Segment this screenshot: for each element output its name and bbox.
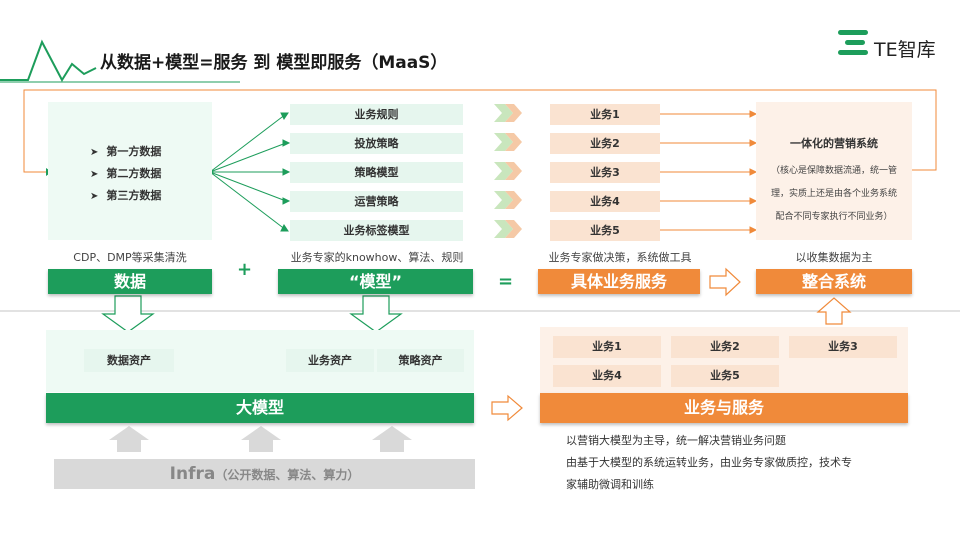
strategy-item: 运营策略: [290, 191, 463, 212]
hollow-arrow-icon: [709, 267, 741, 297]
service-bar: 业务与服务: [540, 393, 908, 423]
pulse-line-logo: [0, 39, 97, 83]
down-arrow-model: [349, 295, 403, 333]
strategy-item: 投放策略: [290, 133, 463, 154]
fan-arrows: [209, 112, 291, 232]
asset-item: 业务资产: [286, 349, 374, 372]
chevron-arrow-icon: [494, 104, 522, 238]
plus-operator: +: [237, 259, 253, 280]
up-arrow-infra-2: [241, 426, 281, 452]
data-source-item: ➤第一方数据: [90, 145, 162, 158]
strategy-item: 业务标签模型: [290, 220, 463, 241]
logo-text: TE智库: [874, 39, 936, 61]
triangle-bullet-icon: ➤: [90, 169, 99, 180]
equals-operator: =: [498, 271, 514, 292]
business-arrows: [660, 110, 758, 234]
up-arrow-service: [816, 297, 852, 325]
caption-model: 业务专家的knowhow、算法、规则: [290, 251, 464, 264]
big-model-bar: 大模型: [46, 393, 474, 423]
right-arrow-model-service: [491, 394, 523, 422]
label-model: “模型”: [278, 269, 473, 294]
note-line: 家辅助微调和训练: [566, 478, 654, 491]
data-source-item: ➤第二方数据: [90, 167, 162, 180]
integration-title: 一体化的营销系统: [790, 137, 878, 150]
label-data: 数据: [48, 269, 212, 294]
page-title: 从数据+模型=服务 到 模型即服务（MaaS）: [100, 53, 448, 73]
business-item: 业务5: [550, 220, 660, 241]
caption-data: CDP、DMP等采集清洗: [73, 251, 187, 264]
service-grid-item: 业务2: [671, 336, 779, 358]
business-item: 业务2: [550, 133, 660, 154]
data-source-item: ➤第三方数据: [90, 189, 162, 202]
business-item: 业务4: [550, 191, 660, 212]
service-grid-item: 业务1: [553, 336, 661, 358]
data-sources-box: ➤第一方数据 ➤第二方数据 ➤第三方数据: [48, 102, 212, 240]
asset-item: 策略资产: [377, 349, 464, 372]
label-system: 整合系统: [756, 269, 912, 294]
business-item: 业务3: [550, 162, 660, 183]
te-logo-icon: [838, 30, 868, 55]
strategy-item: 业务规则: [290, 104, 463, 125]
loop-back-line: [23, 89, 937, 173]
asset-item: 数据资产: [84, 349, 174, 372]
up-arrow-infra-1: [109, 426, 149, 452]
integration-line: 配合不同专家执行不同业务）: [775, 212, 893, 222]
label-service: 具体业务服务: [538, 269, 700, 294]
integration-line: （核心是保障数据流通，统一管: [770, 166, 897, 176]
caption-system: 以收集数据为主: [795, 251, 873, 264]
note-line: 由基于大模型的系统运转业务，由业务专家做质控，技术专: [566, 456, 852, 469]
integration-box: 一体化的营销系统 （核心是保障数据流通，统一管 理，实质上还是由各个业务系统 配…: [756, 102, 912, 240]
down-arrow-data: [101, 295, 155, 333]
service-notes: 以营销大模型为主导，统一解决营销业务问题 由基于大模型的系统运转业务，由业务专家…: [566, 430, 906, 496]
infra-sub: （公开数据、算法、算力）: [215, 468, 360, 482]
service-grid-item: 业务5: [671, 365, 779, 387]
up-arrow-infra-3: [372, 426, 412, 452]
infra-main: Infra: [169, 464, 216, 484]
caption-service: 业务专家做决策，系统做工具: [548, 251, 692, 264]
triangle-bullet-icon: ➤: [90, 191, 99, 202]
business-item: 业务1: [550, 104, 660, 125]
infra-bar: Infra（公开数据、算法、算力）: [54, 459, 475, 489]
service-grid-item: 业务3: [789, 336, 897, 358]
service-grid-item: 业务4: [553, 365, 661, 387]
triangle-bullet-icon: ➤: [90, 147, 99, 158]
integration-line: 理，实质上还是由各个业务系统: [770, 189, 897, 199]
strategy-item: 策略模型: [290, 162, 463, 183]
note-line: 以营销大模型为主导，统一解决营销业务问题: [566, 434, 786, 447]
